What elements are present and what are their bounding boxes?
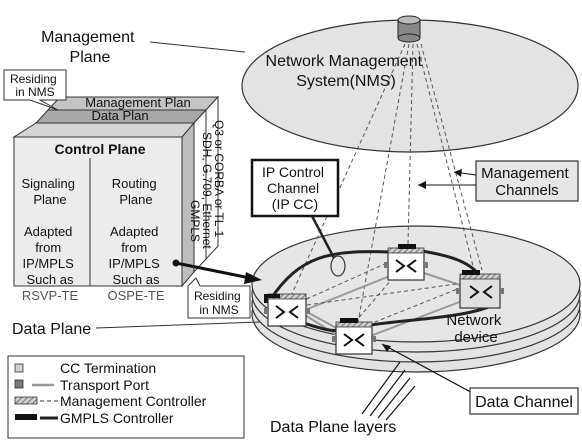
- callout-residing-top-label: Residing in NMS: [10, 72, 60, 99]
- ip-control-channel-label: IP Control Channel (IP CC): [262, 164, 328, 212]
- routing-plane-example: OSPE-TE: [107, 288, 164, 303]
- signaling-plane-body: Adapted from IP/MPLS Such as: [23, 224, 78, 287]
- management-plane-leader: [149, 41, 246, 53]
- network-device-3: [332, 318, 376, 355]
- signaling-plane-title: Signaling Plane: [21, 176, 78, 207]
- data-plane-layers-label: Data Plane layers: [270, 419, 396, 436]
- data-plane-layer-arrows: [361, 361, 416, 421]
- routing-plane-title: Routing Plane: [112, 176, 160, 207]
- cube-data-plan-label: Data Plan: [91, 108, 148, 123]
- data-channel-arrow: [381, 343, 479, 397]
- gmpls-plane-cube: [12, 95, 220, 288]
- ip-control-channel-box: [250, 158, 340, 218]
- device-management-links: [299, 257, 471, 331]
- svg-text:Transport Port: Transport Port: [60, 377, 149, 393]
- signaling-plane-example: RSVP-TE: [22, 288, 79, 303]
- cube-side-q3-label: Q3 or CORBA or TL-1: [212, 120, 226, 237]
- management-channels-label: Management Channels: [481, 165, 573, 199]
- cube-front-face: [13, 136, 183, 287]
- legend-management-controller: Management Controller: [14, 393, 207, 409]
- ip-cc-marker: [330, 255, 346, 277]
- network-device-label: Network device: [446, 312, 505, 346]
- callout-residing-top-box: [3, 69, 67, 111]
- legend-cc-termination: CC Termination: [14, 360, 156, 376]
- cube-management-plan-label: Management Plan: [85, 95, 191, 110]
- cube-control-plane-label: Control Plane: [54, 141, 145, 157]
- legend-gmpls-controller: GMPLS Controller: [15, 410, 174, 426]
- cube-to-data-plane-arrow: [172, 259, 262, 284]
- cube-top-control-plane: [12, 122, 196, 138]
- data-plane-label: Data Plane: [12, 321, 91, 338]
- network-device-1: [264, 293, 310, 327]
- management-channels-box: [475, 160, 579, 202]
- callout-residing-bottom-label: Residing in NMS: [194, 289, 244, 317]
- data-channel-box: [469, 387, 579, 415]
- routing-plane-body: Adapted from IP/MPLS Such as: [109, 224, 164, 287]
- legend-transport-port: Transport Port: [14, 377, 149, 393]
- network-device-2: [384, 244, 428, 281]
- svg-text:GMPLS Controller: GMPLS Controller: [60, 410, 174, 426]
- nms-label: Network Management System(NMS): [266, 53, 427, 90]
- cc-termination-swatch: [14, 363, 24, 373]
- ip-control-channel-path: [268, 248, 501, 332]
- data-channel-label: Data Channel: [475, 394, 573, 411]
- legend-box: [7, 355, 245, 439]
- svg-text:Management Controller: Management Controller: [60, 393, 207, 409]
- cube-side-gmpls-label: GMPLS: [188, 200, 202, 242]
- management-channel-lines: [289, 43, 483, 323]
- management-controller-swatch: [14, 396, 38, 405]
- callout-residing-bottom-box: [187, 277, 251, 319]
- gmpls-controller-swatch: [15, 414, 37, 420]
- management-plane-label: Management Plane: [41, 29, 139, 66]
- svg-text:CC Termination: CC Termination: [60, 360, 156, 376]
- cube-side-sdh-label: SDH, G.709, Ethernet: [200, 132, 214, 249]
- database-icon: [397, 15, 421, 43]
- network-device-4: [456, 270, 504, 309]
- transport-port-swatch: [14, 379, 24, 389]
